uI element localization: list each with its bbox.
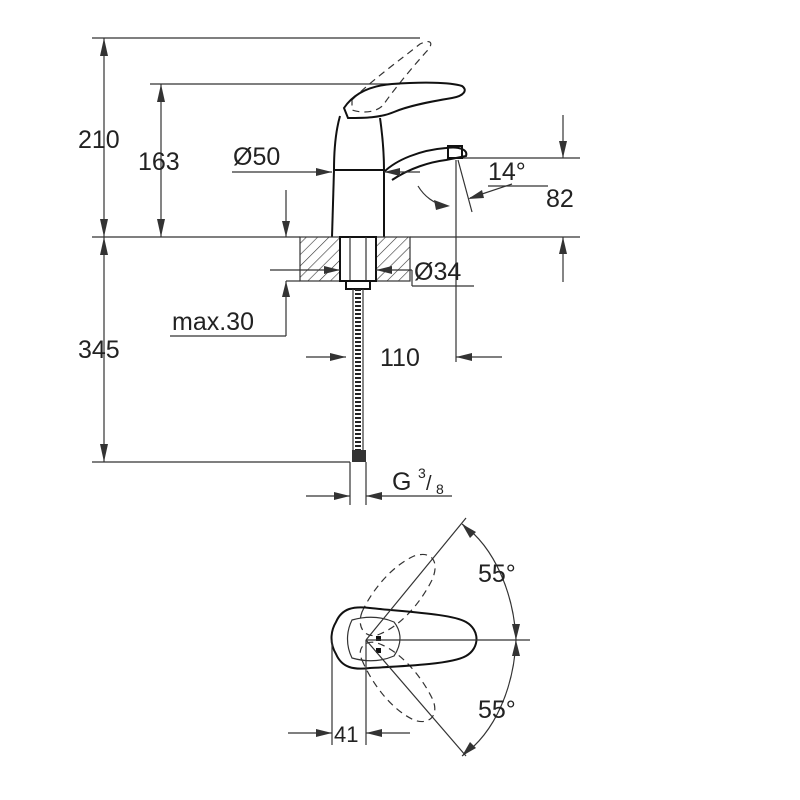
- dim-label-dia34: Ø34: [414, 258, 461, 286]
- dim-label-14deg: 14°: [488, 158, 526, 186]
- dim-label-55-lower: 55°: [478, 696, 516, 724]
- dim-label-110: 110: [380, 344, 420, 372]
- dimension-82: 82: [546, 115, 574, 282]
- thread-denominator: 8: [436, 481, 444, 497]
- dimension-110: 110: [306, 344, 502, 372]
- dim-label-82: 82: [546, 185, 574, 213]
- faucet-body: [331, 81, 468, 238]
- dimension-dia50: Ø50: [232, 143, 420, 176]
- dim-label-210: 210: [78, 126, 120, 154]
- dim-label-345: 345: [78, 336, 120, 364]
- dimension-55-upper: 55°: [461, 523, 520, 641]
- dim-label-55-upper: 55°: [478, 560, 516, 588]
- supply-hose: [352, 289, 366, 462]
- deck-section: [299, 236, 411, 290]
- dimension-345: 345: [78, 237, 120, 462]
- top-view: [330, 517, 530, 757]
- dimension-14deg: 14°: [417, 158, 548, 213]
- dim-label-41: 41: [334, 722, 358, 747]
- dimension-210: 210: [78, 38, 120, 237]
- dimension-55-lower: 55°: [461, 639, 520, 757]
- reference-lines: [92, 37, 580, 505]
- handle-raised-outline: [351, 40, 432, 113]
- dimension-dia34: Ø34: [270, 258, 474, 287]
- dimension-41: 41: [288, 722, 410, 747]
- thread-numerator: 3: [418, 465, 426, 481]
- dimension-max30: max.30: [170, 190, 300, 337]
- dim-label-max30: max.30: [172, 308, 254, 336]
- dim-label-dia50: Ø50: [233, 143, 280, 171]
- dim-label-163: 163: [138, 148, 180, 176]
- thread-slash: /: [426, 473, 432, 495]
- dimension-163: 163: [138, 84, 180, 237]
- dim-label-thread: G: [392, 468, 411, 496]
- dimension-thread: G 3 / 8: [306, 465, 452, 500]
